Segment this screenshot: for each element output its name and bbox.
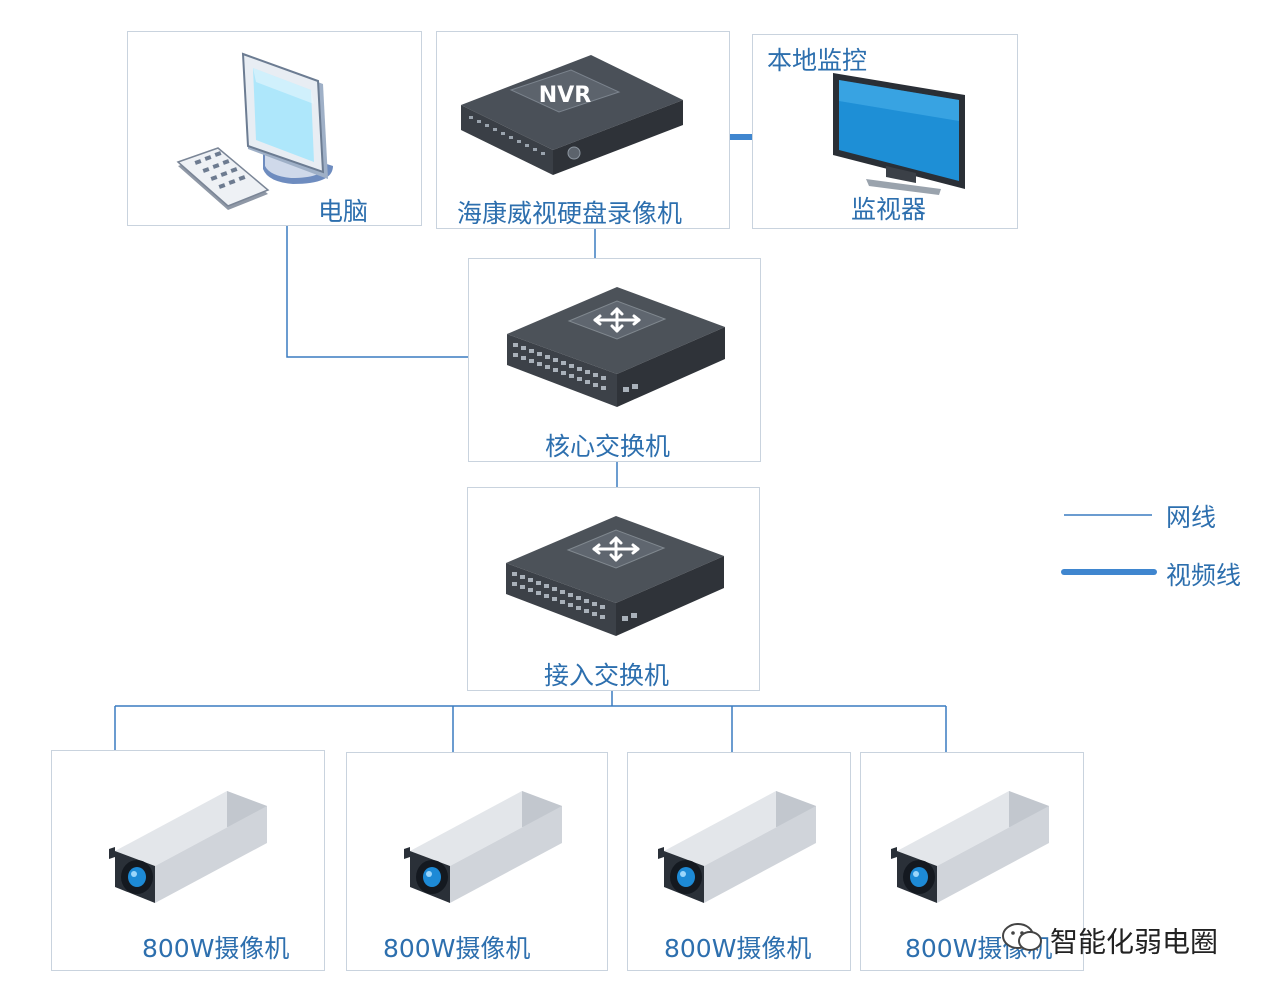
nvr-recorder-icon: NVR	[461, 55, 683, 175]
pc-label: 电脑	[318, 197, 369, 226]
camera-icon	[109, 791, 267, 903]
access-switch-icon	[506, 516, 724, 636]
local-monitor-node: 本地监控 监视器	[752, 34, 1018, 229]
monitor-icon	[833, 73, 965, 195]
pc-to-core-line	[286, 226, 468, 358]
monitor-label: 监视器	[851, 195, 927, 224]
camera-node-1: 800W摄像机	[51, 750, 325, 971]
core-switch-label: 核心交换机	[545, 432, 671, 461]
computer-icon	[176, 52, 333, 210]
camera-label-3: 800W摄像机	[664, 934, 812, 963]
local-monitor-title: 本地监控	[767, 46, 868, 75]
access-switch-label: 接入交换机	[544, 661, 670, 690]
core-switch-icon	[507, 287, 725, 407]
nvr-label: 海康威视硬盘录像机	[457, 199, 683, 228]
legend-video-label: 视频线	[1166, 561, 1242, 590]
watermark-text: 智能化弱电圈	[1050, 925, 1219, 959]
nvr-badge: NVR	[539, 83, 591, 108]
pc-node: 电脑	[127, 31, 422, 226]
core-switch-node: 核心交换机	[468, 258, 761, 462]
legend-network-label: 网线	[1166, 503, 1217, 532]
wechat-icon	[1000, 920, 1044, 961]
access-to-cameras-line	[114, 690, 947, 752]
camera-icon	[658, 791, 816, 903]
camera-node-4: 800W摄像机	[860, 752, 1084, 971]
camera-node-3: 800W摄像机	[627, 752, 851, 971]
camera-node-2: 800W摄像机	[346, 752, 608, 971]
access-switch-node: 接入交换机	[467, 487, 760, 691]
camera-label-2: 800W摄像机	[383, 934, 531, 963]
camera-label-1: 800W摄像机	[142, 934, 290, 963]
nvr-node: NVR 海康威视硬盘录像机	[436, 31, 730, 229]
camera-icon	[891, 791, 1049, 903]
camera-icon	[404, 791, 562, 903]
watermark: 智能化弱电圈	[1000, 920, 1218, 961]
